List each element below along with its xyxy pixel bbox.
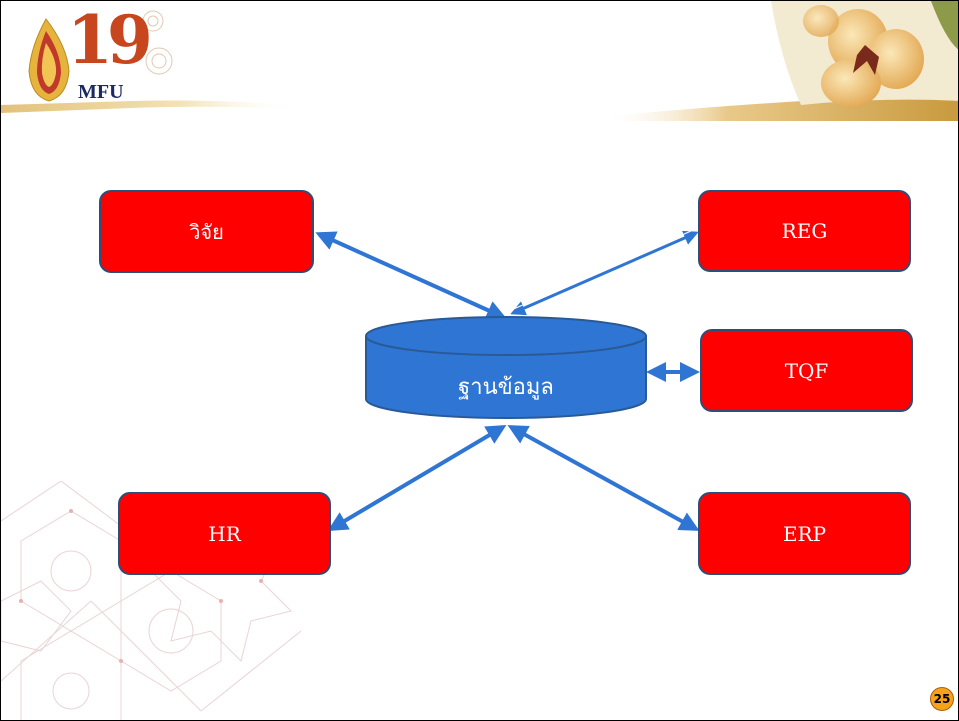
arrow-hr-database (327, 424, 507, 532)
node-reg: REG (698, 190, 911, 272)
arrow-reg-highlight (508, 230, 692, 312)
node-hr: HR (118, 492, 331, 575)
arrow-research-database (315, 231, 507, 320)
node-erp: ERP (698, 492, 911, 575)
background-lattice-pattern (1, 481, 302, 720)
arrow-erp-database (507, 425, 700, 531)
arrow-reg-database (510, 230, 699, 316)
header-flower-image (601, 1, 958, 121)
logo-number: 19 (67, 1, 153, 79)
node-research: วิจัย (99, 190, 314, 273)
logo-ornament (1, 10, 301, 113)
node-tqf: TQF (700, 329, 913, 412)
logo-text: MFU (78, 81, 124, 103)
database-label: ฐานข้อมูล (458, 374, 554, 400)
page-number-badge: 25 (930, 687, 954, 711)
